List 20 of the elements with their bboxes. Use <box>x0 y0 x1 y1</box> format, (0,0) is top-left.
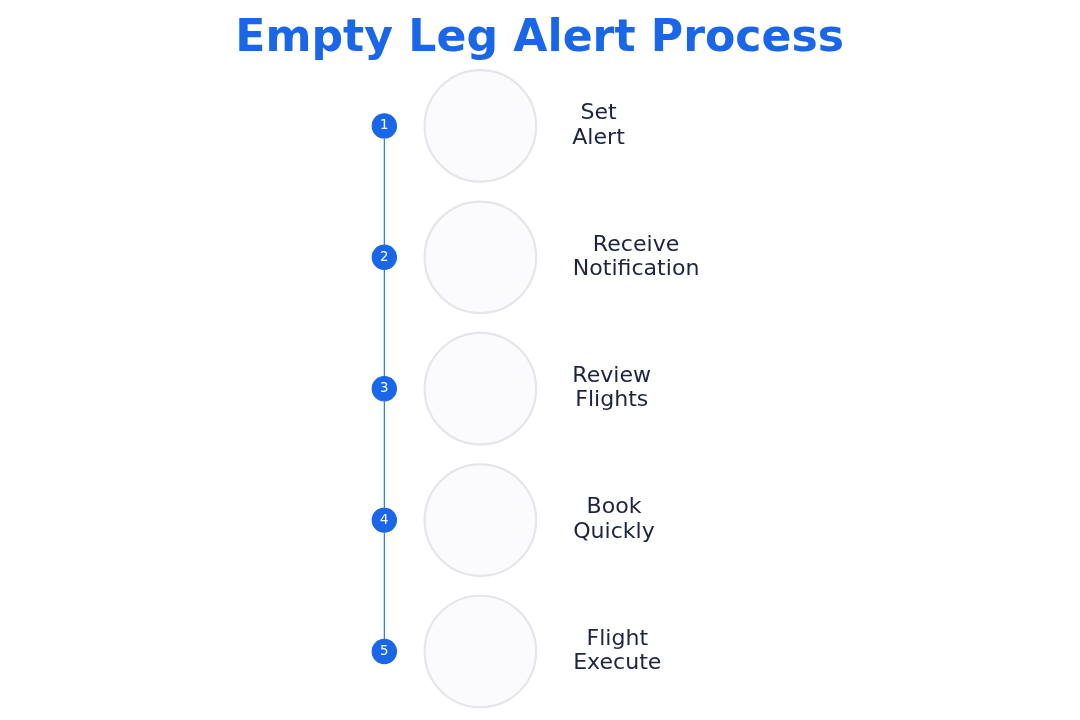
node-circle <box>423 200 538 315</box>
node-circle: 1 <box>371 113 397 139</box>
diagram-title: Empty Leg Alert Process <box>235 10 845 62</box>
node-label: Review Flights <box>572 362 652 412</box>
connector <box>383 400 385 509</box>
node-label: Book Quickly <box>573 493 655 543</box>
node-circle: 2 <box>371 244 397 270</box>
node-label: Set Alert <box>572 99 625 149</box>
node-circle: 4 <box>371 507 397 533</box>
node-circle <box>423 463 538 577</box>
connector <box>383 137 385 246</box>
node-circle <box>423 331 538 446</box>
connector <box>383 532 385 640</box>
connector <box>383 269 385 377</box>
node-label: Receive Notification <box>572 230 700 280</box>
node-circle: 5 <box>371 638 397 665</box>
node-label: Flight Execute <box>573 624 662 675</box>
node-circle <box>423 69 538 183</box>
node-circle <box>423 594 538 709</box>
node-circle: 3 <box>371 376 397 402</box>
